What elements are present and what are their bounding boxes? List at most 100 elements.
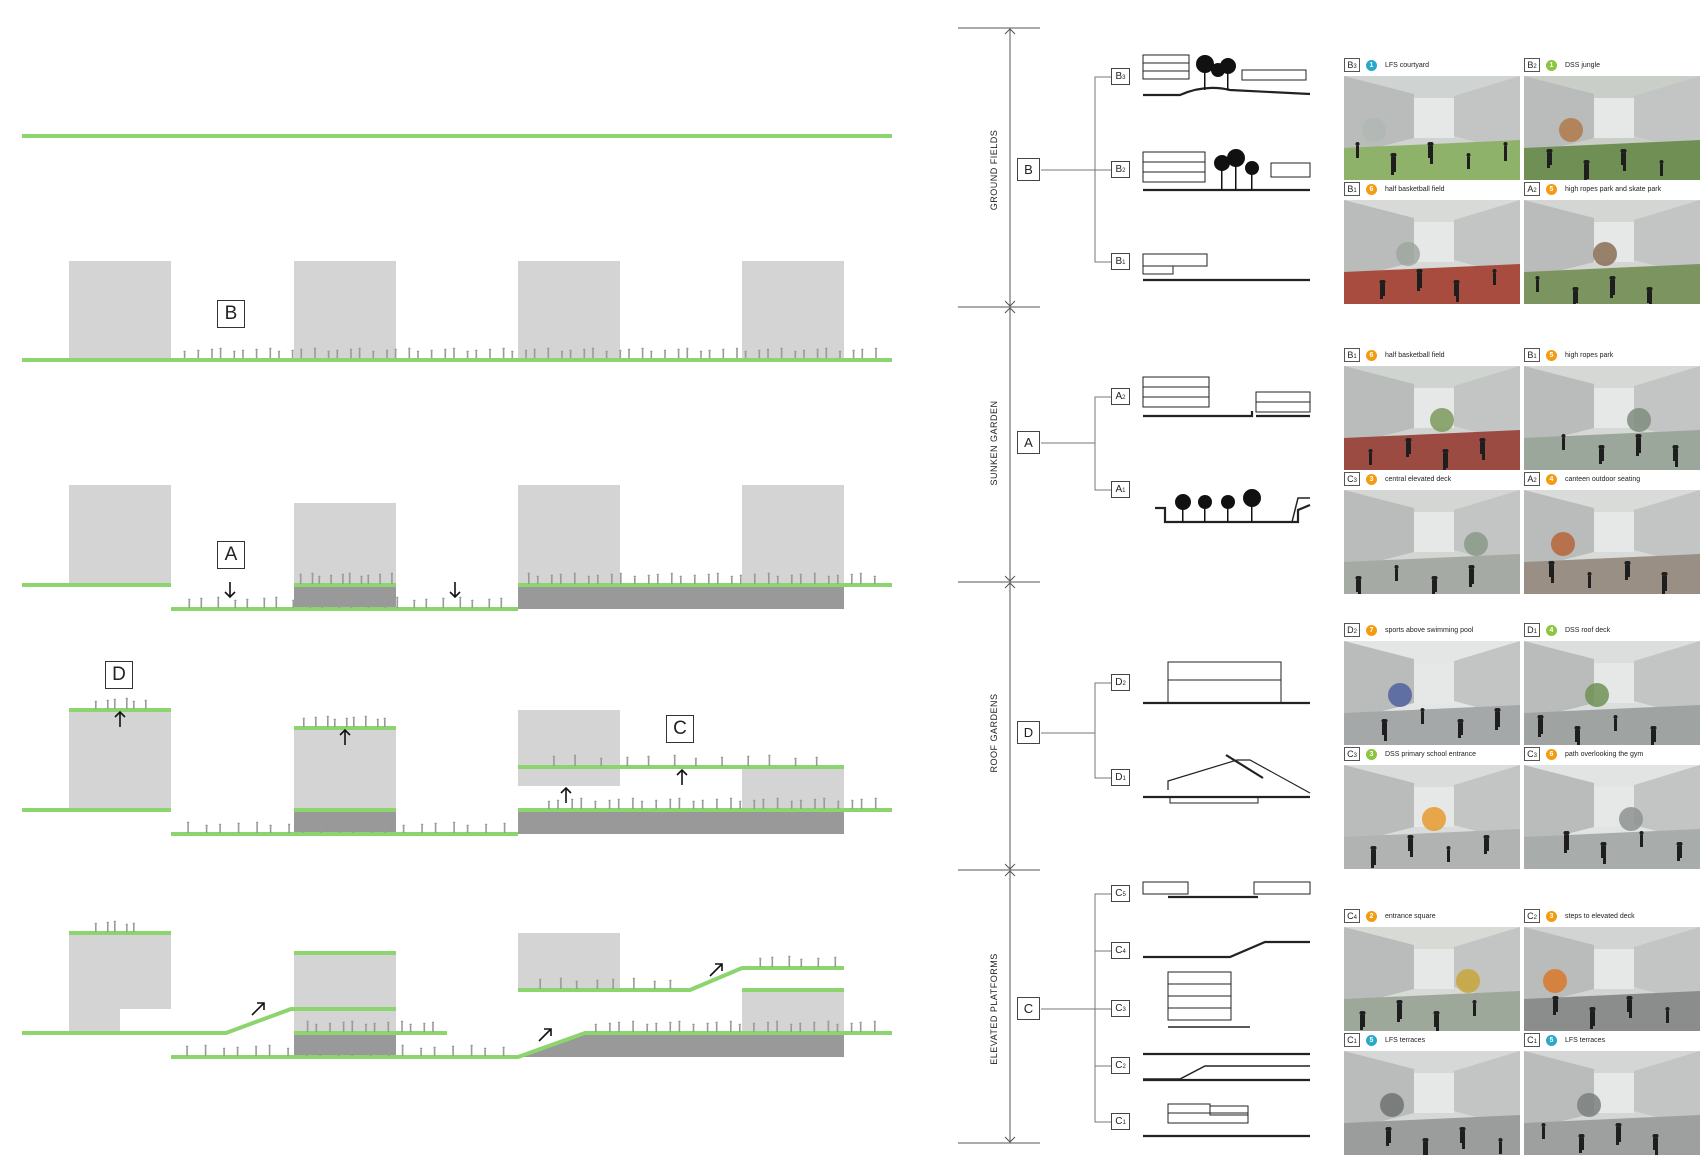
rendering-image xyxy=(1524,641,1700,745)
number-badge: 6 xyxy=(1366,183,1377,195)
number-badge: 6 xyxy=(1366,349,1377,361)
sub-node-b3: B3 xyxy=(1111,68,1130,85)
people-figures xyxy=(552,754,818,766)
number-badge: 2 xyxy=(1366,910,1377,922)
section-code-letter: C xyxy=(1347,474,1354,484)
people-figures xyxy=(185,1044,505,1056)
section-code-sub: 2 xyxy=(1353,629,1357,635)
zone-letter-d: D xyxy=(105,661,133,689)
rendering-image xyxy=(1524,200,1700,304)
building-block xyxy=(742,485,844,584)
section-code-letter: C xyxy=(1347,1035,1354,1045)
rendering-image xyxy=(1344,200,1520,304)
section-code-letter: B xyxy=(1527,350,1534,360)
number-badge: 5 xyxy=(1546,183,1557,195)
photo-caption: half basketball field xyxy=(1385,185,1445,193)
number-badge: 3 xyxy=(1366,748,1377,760)
section-code-sub: 1 xyxy=(1533,629,1537,635)
people-figures xyxy=(759,955,837,967)
number-badge: 4 xyxy=(1546,473,1557,485)
section-code-letter: C xyxy=(1347,749,1354,759)
podium-block xyxy=(294,1033,396,1057)
sub-node-a2: A2 xyxy=(1111,388,1130,405)
people-figures xyxy=(299,572,394,584)
sub-node-c1: C1 xyxy=(1111,1113,1130,1130)
photo-caption: DSS roof deck xyxy=(1565,626,1611,634)
people-figures xyxy=(94,920,135,932)
section-code: C1 xyxy=(1524,1033,1540,1047)
number-badge: 6 xyxy=(1546,748,1557,760)
gallery-cell-header: D1 4 DSS roof deck xyxy=(1524,623,1610,637)
people-figures xyxy=(183,347,878,359)
section-code-letter: B xyxy=(1347,350,1354,360)
row-elevated-platforms xyxy=(22,920,892,1059)
section-code: D1 xyxy=(1524,623,1540,637)
section-code-letter: A xyxy=(1527,474,1534,484)
section-code-sub: 1 xyxy=(1353,1039,1357,1045)
section-code-sub: 4 xyxy=(1353,915,1357,921)
photo-caption: high ropes park xyxy=(1565,351,1614,359)
left-section-diagrams xyxy=(22,134,892,1059)
section-code-sub: 3 xyxy=(1353,753,1357,759)
building-block xyxy=(518,485,620,584)
photo-caption: central elevated deck xyxy=(1385,475,1452,483)
building-block xyxy=(742,261,844,360)
section-code: B1 xyxy=(1344,348,1360,362)
building-block xyxy=(294,261,396,360)
number-badge: 4 xyxy=(1546,624,1557,636)
section-code-sub: 1 xyxy=(1533,354,1537,360)
people-figures xyxy=(594,1020,876,1032)
photo-caption: DSS primary school entrance xyxy=(1385,750,1477,758)
photo-caption: half basketball field xyxy=(1385,351,1445,359)
section-code-letter: B xyxy=(1527,60,1534,70)
section-code-sub: 3 xyxy=(1533,753,1537,759)
rendering-image xyxy=(1344,765,1520,869)
photo-caption: LFS terraces xyxy=(1385,1036,1426,1044)
section-code: B1 xyxy=(1344,182,1360,196)
rendering-image xyxy=(1344,927,1520,1031)
section-code: C2 xyxy=(1524,909,1540,923)
rendering-image xyxy=(1524,927,1700,1031)
photo-caption: entrance square xyxy=(1385,912,1436,920)
gallery-cell-header: B1 6 half basketball field xyxy=(1344,182,1445,196)
podium-block xyxy=(294,810,396,834)
section-code: C3 xyxy=(1344,747,1360,761)
photo-caption: sports above swimming pool xyxy=(1385,626,1474,634)
rendering-image xyxy=(1344,641,1520,745)
rendering-image xyxy=(1524,366,1700,470)
sub-node-b2: B2 xyxy=(1111,161,1130,178)
sub-node-c3: C3 xyxy=(1111,1000,1130,1017)
section-code-sub: 1 xyxy=(1533,1039,1537,1045)
sub-node-c4: C4 xyxy=(1111,942,1130,959)
zone-label: GROUND FIELDS xyxy=(989,129,999,211)
people-figures xyxy=(186,821,506,833)
sub-node-d2: D2 xyxy=(1111,674,1130,691)
zone-letter-c: C xyxy=(666,715,694,743)
sub-node-a1: A1 xyxy=(1111,481,1130,498)
section-code-letter: B xyxy=(1347,184,1354,194)
number-badge: 1 xyxy=(1546,59,1557,71)
photo-caption: steps to elevated deck xyxy=(1565,912,1635,920)
zone-letter-b: B xyxy=(217,300,245,328)
rendering-image xyxy=(1344,76,1520,180)
row-ground-fields xyxy=(22,261,892,362)
number-badge: 5 xyxy=(1546,1034,1557,1046)
number-badge: 7 xyxy=(1366,624,1377,636)
people-figures xyxy=(94,697,147,709)
section-code: C3 xyxy=(1524,747,1540,761)
rendering-image xyxy=(1524,1051,1700,1155)
section-code: C1 xyxy=(1344,1033,1360,1047)
building-block xyxy=(294,503,396,586)
section-code-sub: 3 xyxy=(1353,64,1357,70)
podium-block xyxy=(518,810,844,834)
zone-letter-a: A xyxy=(217,541,245,569)
zone-node-d: D xyxy=(1017,721,1040,744)
